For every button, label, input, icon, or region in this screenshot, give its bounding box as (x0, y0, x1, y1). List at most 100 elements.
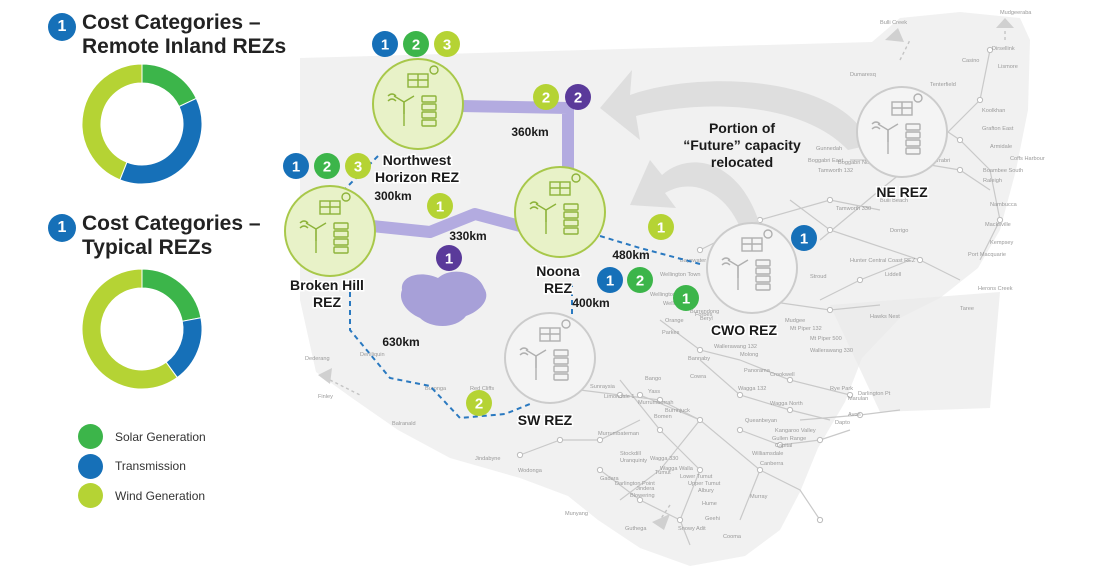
heading-typical: 1 Cost Categories – Typical REZs (48, 212, 261, 260)
badge-circle (434, 31, 460, 57)
battery-cell-icon (333, 222, 349, 230)
badge-number: 1 (381, 37, 389, 54)
rez-name-label: REZ (544, 280, 572, 296)
network-node (776, 441, 784, 449)
network-node (986, 46, 994, 54)
battery-cell-icon (421, 95, 437, 103)
battery-cell-icon (553, 349, 569, 357)
interstate-link (899, 39, 911, 61)
place-name: Stockdill (620, 451, 641, 457)
cost-badge: 2 (314, 153, 340, 179)
distance-label: 630km (382, 335, 419, 349)
place-name: Port Macquarie (968, 252, 1006, 258)
rez-name-label: Noona (536, 263, 580, 279)
place-name: Dederang (305, 356, 330, 362)
place-name: Beryl (700, 316, 713, 322)
place-name: Grafton East (982, 126, 1014, 132)
battery-cell-icon (333, 238, 349, 246)
network-node (696, 416, 704, 424)
corridor-path (371, 208, 522, 238)
rez-name-label: Northwest (383, 152, 452, 168)
donut-chart (81, 268, 203, 390)
badge-number: 2 (636, 273, 644, 290)
place-name: Queanbeyan (745, 418, 777, 424)
network-nodes (516, 46, 1004, 524)
place-name: Panorama (744, 368, 771, 374)
place-name: Darlington Point (615, 481, 655, 487)
battery-cell-icon (563, 227, 579, 235)
place-name: Koolkhan (982, 108, 1005, 114)
place-name: Lismore (998, 64, 1018, 70)
sun-icon (429, 65, 439, 75)
network-node (596, 466, 604, 474)
distance-label: 360km (511, 125, 548, 139)
legend-label: Wind Generation (115, 488, 206, 503)
cost-badge: 1 (372, 31, 398, 57)
network-node (556, 436, 564, 444)
arrowhead-icon (996, 18, 1014, 28)
rez-energy-icon (519, 319, 571, 381)
place-name: Wagga 132 (738, 386, 766, 392)
place-name: Bulli Creek (880, 20, 907, 26)
sun-icon (341, 192, 351, 202)
place-name: Burrinjuck (665, 408, 690, 414)
legend-item-solar: Solar Generation (78, 422, 206, 452)
place-name: Finley (318, 394, 333, 400)
network-line (699, 359, 831, 421)
cost-badge: 1 (427, 193, 453, 219)
distance-label: 480km (612, 248, 649, 262)
legend-item-transmission: Transmission (78, 452, 206, 482)
network-node (636, 496, 644, 504)
sun-icon (571, 173, 581, 183)
turbine-blades-icon (305, 222, 327, 241)
place-name: Deniliquin (360, 352, 385, 358)
place-name: Tumut (655, 470, 671, 476)
rez-name-label: CWO REZ (711, 322, 778, 338)
battery-cell-icon (755, 275, 771, 283)
rez-circle (284, 185, 376, 277)
network-node (826, 226, 834, 234)
network-node (846, 391, 854, 399)
place-name: Wellington 330 (650, 292, 687, 298)
heading-line: Typical REZs (82, 236, 213, 259)
place-name: Gullen Range (772, 436, 806, 442)
cost-badge: 2 (627, 267, 653, 293)
place-name: Hume (702, 501, 717, 507)
place-name: Capital (775, 443, 792, 449)
rez-energy-icon (721, 229, 773, 291)
badge-circle (345, 153, 371, 179)
sun-icon (763, 229, 773, 239)
legend-item-wind: Wind Generation (78, 481, 206, 511)
donut-slice-transmission (165, 317, 203, 379)
battery-cell-icon (563, 219, 579, 227)
cost-badge: 1 (648, 214, 674, 240)
cost-badge: 1 (673, 285, 699, 311)
cost-badge: 1 (283, 153, 309, 179)
place-name: Wallerawang 330 (810, 348, 853, 354)
place-name: Munyang (565, 511, 588, 517)
place-name: Nambucca (990, 202, 1018, 208)
battery-cell-icon (755, 267, 771, 275)
place-name: Avon (848, 412, 861, 418)
place-name: Parkes (662, 330, 680, 336)
place-name: Hawks Nest (870, 314, 900, 320)
place-name: Jindabyne (475, 456, 501, 462)
badge-circle (436, 245, 462, 271)
battery-cell-icon (755, 259, 771, 267)
badge-number: 2 (412, 37, 420, 54)
legend-swatch (78, 483, 103, 509)
network-node (516, 451, 524, 459)
place-name: Wagga Walla (660, 466, 694, 472)
badge-circle (372, 31, 398, 57)
turbine-blades-icon (727, 259, 749, 278)
battery-cell-icon (553, 357, 569, 365)
arrowhead-icon (652, 514, 670, 530)
legend: Solar Generation Transmission Wind Gener… (78, 422, 206, 511)
battery-cell-icon (333, 230, 349, 238)
wind-lines-icon (871, 121, 881, 130)
place-name: Mt Piper 132 (790, 326, 822, 332)
place-name: Boambee South (983, 168, 1023, 174)
badge-circle (565, 84, 591, 110)
rez-name-label: SW REZ (518, 412, 573, 428)
